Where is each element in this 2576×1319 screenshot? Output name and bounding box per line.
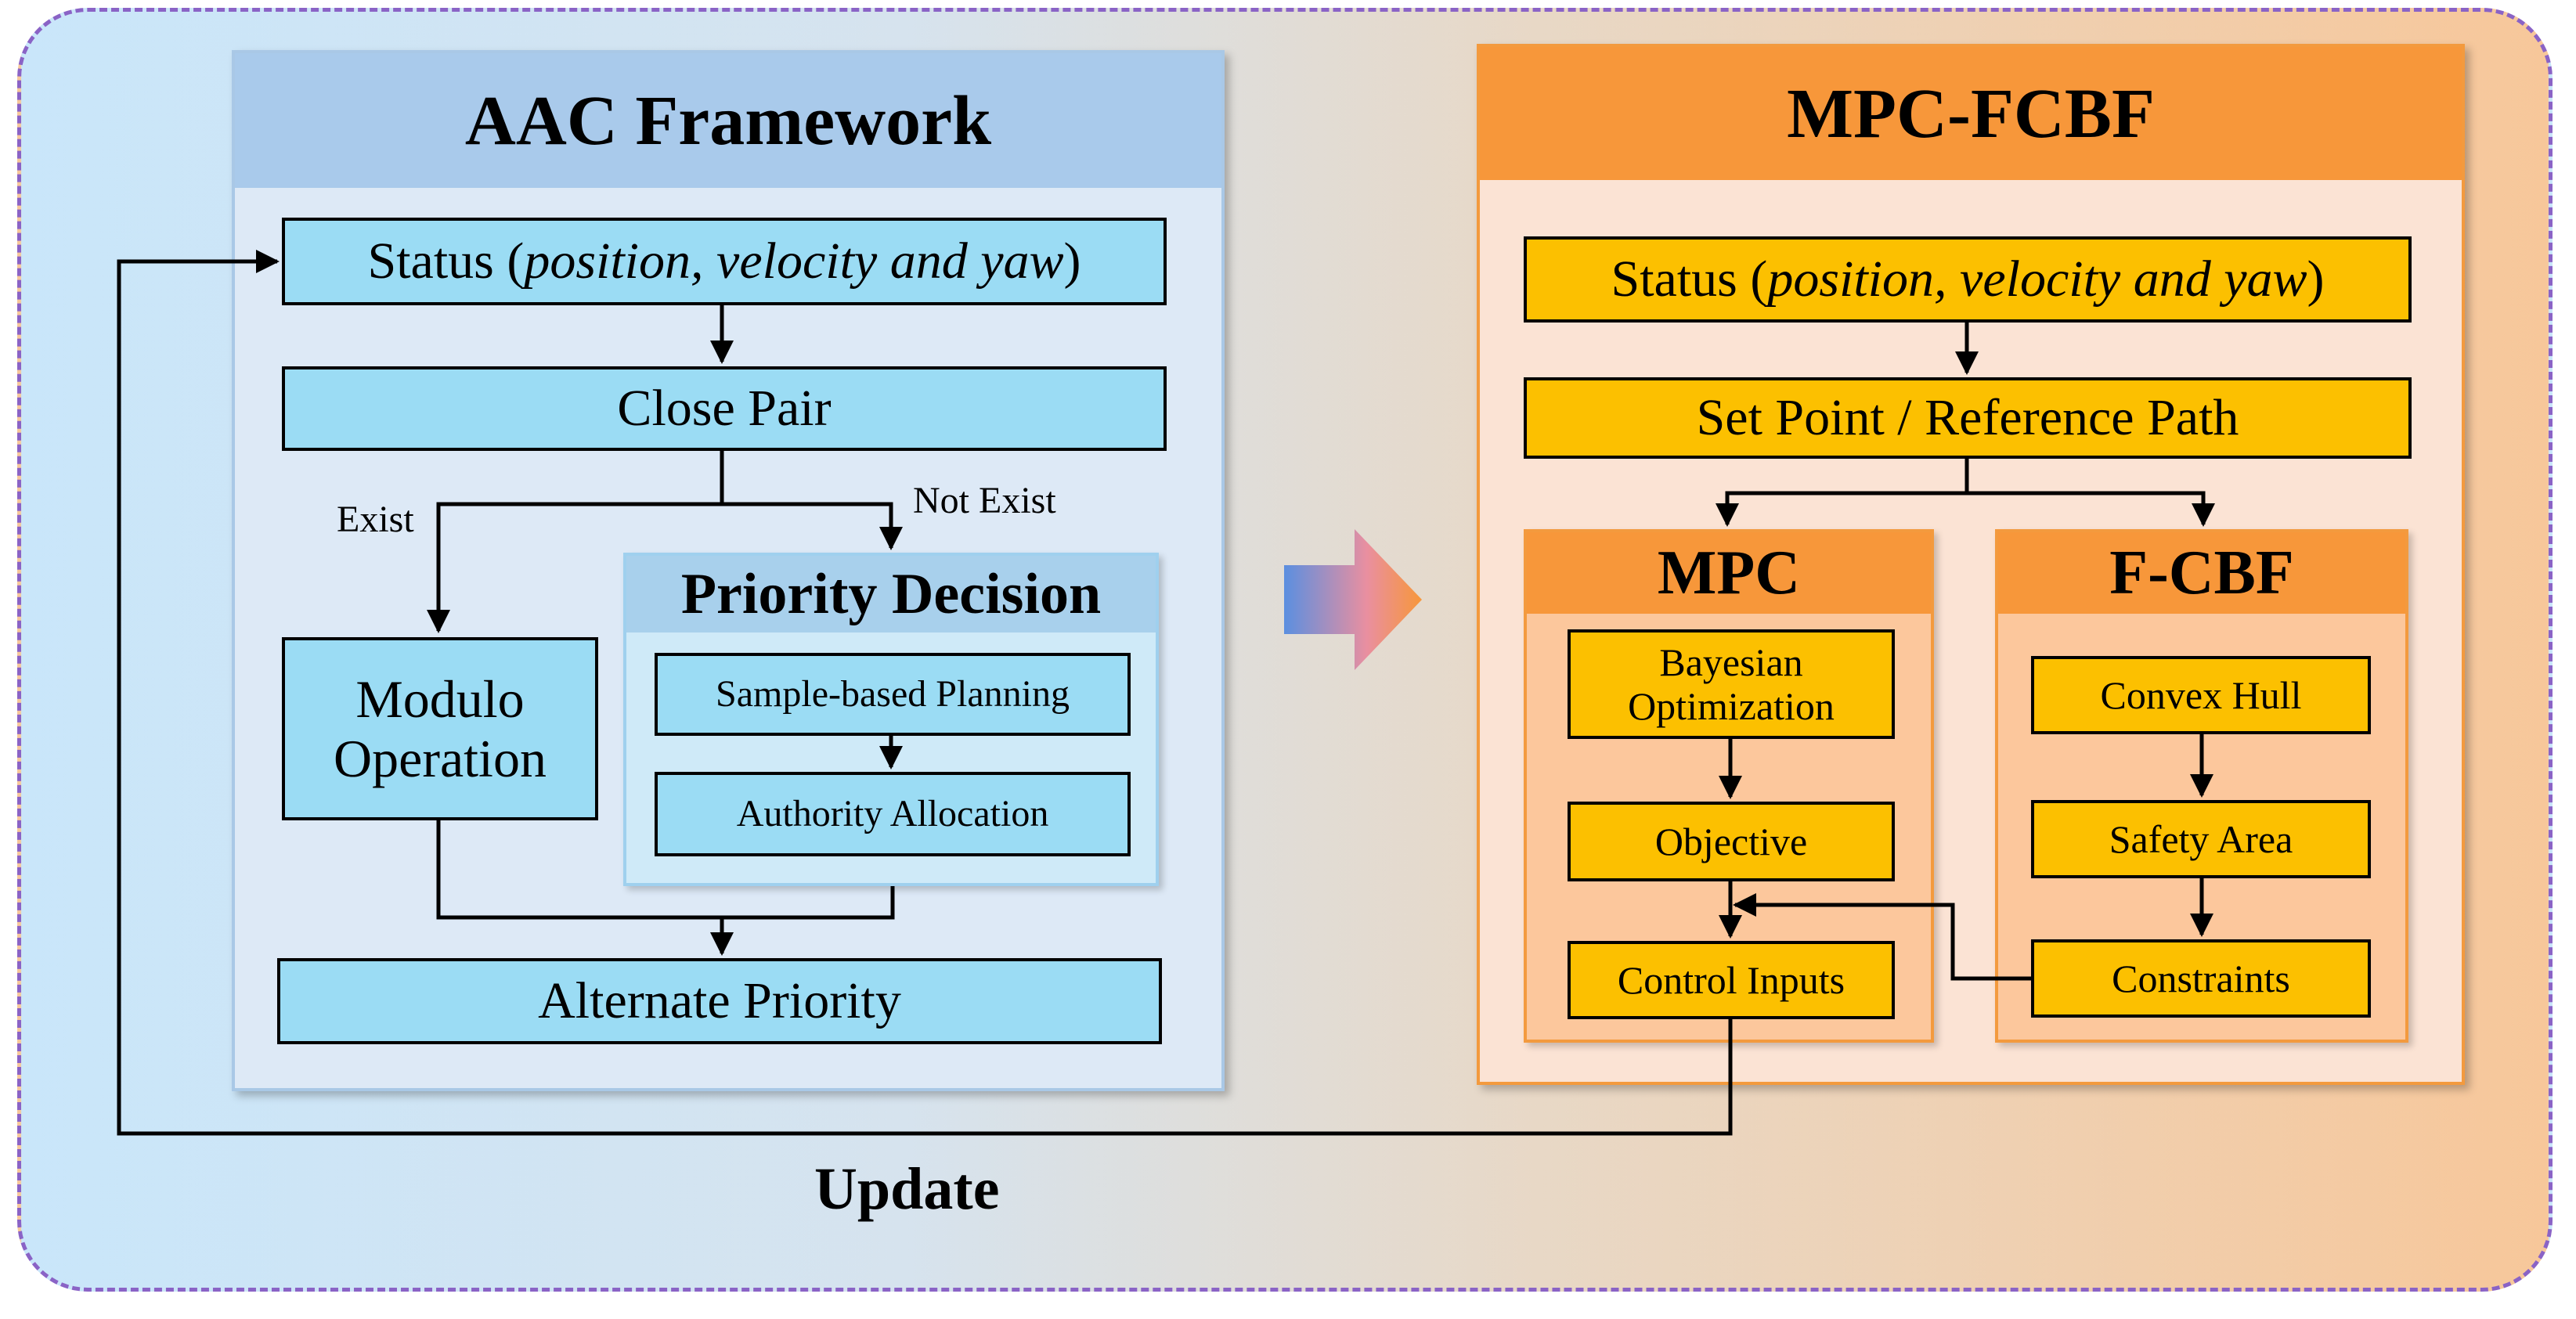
update-label: Update (814, 1156, 1000, 1222)
sample-based-planning-label: Sample-based Planning (716, 673, 1070, 715)
convex-hull-label: Convex Hull (2100, 673, 2302, 717)
fcbf-subpanel-title: F-CBF (1998, 532, 2405, 614)
transition-arrow (1284, 529, 1422, 670)
mpc-status-close: ) (2307, 250, 2325, 308)
exist-label: Exist (337, 499, 414, 540)
control-inputs-box: Control Inputs (1568, 941, 1895, 1019)
aac-status-italic: position, velocity and yaw (524, 232, 1064, 290)
close-pair-box: Close Pair (282, 366, 1167, 451)
objective-label: Objective (1654, 820, 1808, 863)
objective-box: Objective (1568, 802, 1895, 881)
bayesian-optimization-box: Bayesian Optimization (1568, 629, 1895, 739)
authority-allocation-label: Authority Allocation (736, 793, 1049, 835)
mpc-fcbf-title: MPC-FCBF (1480, 47, 2462, 180)
aac-status-box: Status (position, velocity and yaw) (282, 218, 1167, 305)
bayesian-optimization-label: Bayesian Optimization (1628, 640, 1835, 728)
mpc-status-label: Status ( (1611, 250, 1768, 308)
convex-hull-box: Convex Hull (2031, 656, 2371, 734)
aac-status-label: Status ( (367, 232, 525, 290)
close-pair-label: Close Pair (617, 380, 832, 438)
modulo-operation-box: Modulo Operation (282, 637, 598, 820)
mpc-status-box: Status (position, velocity and yaw) (1524, 236, 2412, 323)
aac-status-close: ) (1063, 232, 1081, 290)
safety-area-label: Safety Area (2109, 817, 2293, 861)
constraints-label: Constraints (2112, 957, 2290, 1000)
priority-decision-title: Priority Decision (626, 556, 1156, 632)
control-inputs-label: Control Inputs (1617, 958, 1845, 1002)
aac-framework-title: AAC Framework (235, 53, 1221, 188)
mpc-subpanel-title: MPC (1527, 532, 1931, 614)
authority-allocation-box: Authority Allocation (655, 772, 1131, 856)
set-point-box: Set Point / Reference Path (1524, 377, 2412, 459)
set-point-label: Set Point / Reference Path (1696, 389, 2239, 447)
safety-area-box: Safety Area (2031, 800, 2371, 878)
sample-based-planning-box: Sample-based Planning (655, 653, 1131, 736)
constraints-box: Constraints (2031, 939, 2371, 1018)
not-exist-label: Not Exist (913, 480, 1056, 521)
mpc-status-italic: position, velocity and yaw (1767, 250, 2307, 308)
modulo-operation-label: Modulo Operation (334, 669, 547, 788)
alternate-priority-box: Alternate Priority (277, 958, 1162, 1044)
alternate-priority-label: Alternate Priority (538, 972, 901, 1030)
